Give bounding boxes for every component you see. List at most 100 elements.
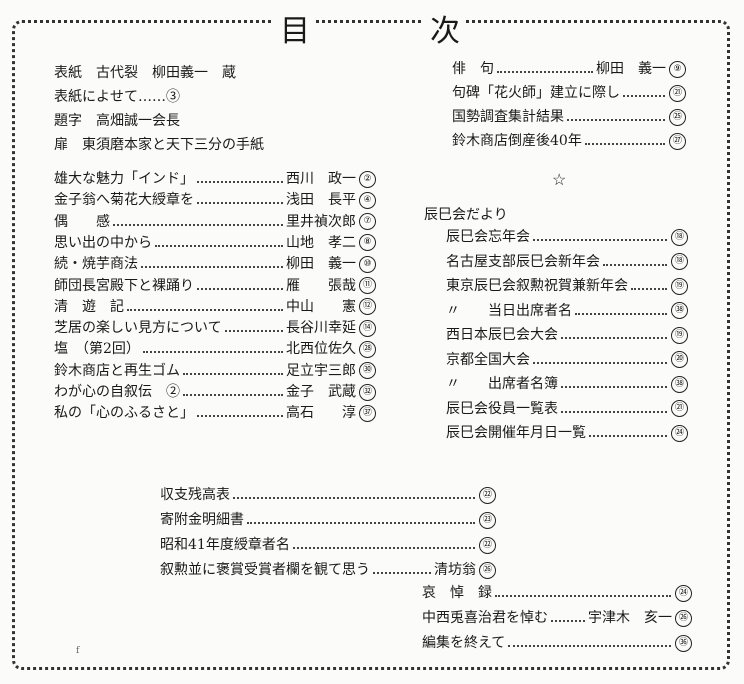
entry-title: 京都全国大会	[446, 351, 530, 368]
leader-dots	[183, 372, 283, 375]
entry-page: ㊳	[671, 302, 688, 319]
entry-title: 続・焼芋商法	[54, 256, 138, 273]
entry-title: 東京辰巳会叙勲祝賀兼新年会	[446, 278, 628, 294]
entry-page: ⑳	[671, 351, 688, 368]
entry-title: 塩 （第2回）	[54, 341, 140, 358]
leader-dots	[561, 410, 667, 413]
toc-entry: 句碑「花火師」建立に際し ㉑	[452, 82, 686, 104]
entry-author: 里井禎次郎	[286, 213, 356, 230]
entry-page: ㉓	[479, 511, 496, 529]
entry-page: ㉚	[359, 362, 376, 380]
entry-page: ⑭	[359, 319, 376, 337]
entry-page: ㉒	[479, 486, 496, 504]
entry-page: ⑩	[359, 255, 376, 273]
leader-dots	[533, 239, 667, 241]
entry-author: 北西位佐久	[286, 341, 356, 358]
entry-page: ⑱	[671, 228, 688, 246]
tatsumi-heading: 辰巳会だより	[424, 207, 508, 223]
toc-entry: 京都全国大会 ⑳	[446, 349, 688, 371]
leader-dots	[127, 308, 283, 311]
entry-page: ⑧	[359, 234, 376, 252]
entry-page: ㉒	[479, 536, 496, 554]
entry-title: 金子翁へ菊花大綬章を	[54, 192, 194, 209]
leader-dots	[183, 394, 283, 396]
toc-entry: 〃 当日出席者名 ㊳	[446, 300, 688, 322]
entry-title: 編集を終えて	[422, 635, 506, 651]
leader-dots	[584, 143, 665, 145]
entry-author: 浅田 長平	[286, 192, 356, 209]
front-item: 表紙によせて……③	[54, 89, 180, 105]
entry-page: ㉑	[671, 400, 688, 417]
toc-entry: 編集を終えて ㊱	[422, 632, 692, 654]
entry-title: 思い出の中から	[54, 234, 152, 251]
leader-dots	[603, 263, 667, 266]
leader-dots	[497, 71, 593, 73]
entry-title: 西日本辰巳会大会	[446, 327, 558, 343]
toc-entry: 辰巳会役員一覧表 ㉑	[446, 398, 688, 420]
leader-dots	[495, 595, 671, 597]
entry-title: 辰巳会役員一覧表	[446, 400, 558, 417]
entry-title: 偶 感	[54, 213, 110, 230]
entry-page: ⑱	[671, 253, 688, 270]
leader-dots	[197, 181, 283, 183]
toc-entry: 名古屋支部辰巳会新年会 ⑱	[446, 251, 688, 273]
entry-title: 〃 当日出席者名	[446, 302, 572, 319]
leader-dots	[589, 435, 667, 437]
leader-dots	[142, 351, 283, 354]
entry-title: 名古屋支部辰巳会新年会	[446, 253, 600, 270]
entry-page: ㉔	[675, 584, 692, 602]
entry-author: 高石 淳	[286, 405, 356, 422]
leader-dots	[561, 337, 667, 339]
leader-dots	[567, 119, 665, 121]
leader-dots	[561, 386, 667, 388]
entry-page: ⑪	[359, 277, 376, 294]
leader-dots	[247, 522, 475, 524]
entry-page: ㊲	[359, 404, 376, 422]
entry-page: ⑲	[671, 326, 688, 344]
entry-page: ㉖	[479, 561, 496, 579]
front-item: 題字 高畑誠一会長	[54, 113, 180, 129]
front-item: 表紙 古代裂 柳田義一 蔵	[54, 65, 236, 81]
page-frame	[12, 20, 730, 670]
entry-author: 清坊翁	[434, 562, 476, 578]
entry-author: 雁 張哉	[286, 277, 356, 294]
entry-title: わが心の自叙伝 ②	[54, 384, 180, 400]
toc-entry: 哀 悼 録 ㉔	[422, 582, 692, 604]
entry-author: 山地 孝二	[286, 234, 356, 251]
entry-title: 哀 悼 録	[422, 585, 492, 601]
entry-title: 昭和41年度綬章者名	[160, 537, 290, 553]
entry-page: ㉑	[669, 84, 686, 102]
front-item: 扉 東須磨本家と天下三分の手紙	[54, 137, 264, 153]
entry-page: ②	[359, 170, 376, 188]
entry-page: ㊱	[675, 634, 692, 652]
entry-page: ⑲	[671, 277, 688, 295]
leader-dots	[233, 497, 475, 499]
leader-dots	[197, 202, 283, 205]
entry-title: 〃 出席者名簿	[446, 376, 558, 392]
title-char-2: 次	[424, 6, 466, 50]
entry-title: 句碑「花火師」建立に際し	[452, 85, 620, 101]
entry-author: 金子 武蔵	[286, 384, 356, 400]
leader-dots	[155, 244, 283, 247]
entry-title: 鈴木商店と再生ゴム	[54, 362, 180, 379]
entry-title: 私の「心のふるさと」	[54, 405, 194, 422]
leader-dots	[631, 288, 667, 290]
entry-page: ㉜	[359, 383, 376, 401]
entry-author: 宇津木 亥一	[588, 610, 672, 626]
leader-dots	[141, 266, 283, 269]
leader-dots	[224, 330, 283, 333]
